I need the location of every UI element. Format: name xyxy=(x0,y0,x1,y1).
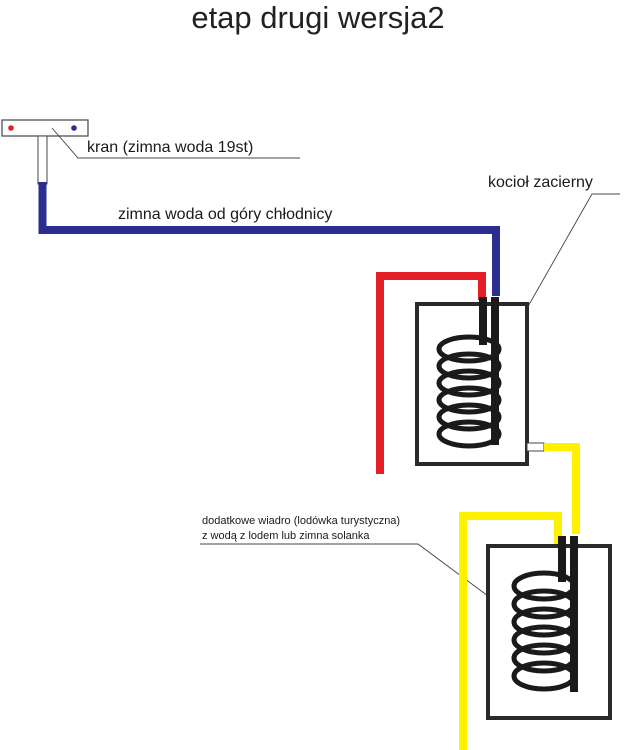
cold-water-pipe xyxy=(38,182,500,296)
coil-turn xyxy=(511,642,577,674)
kettle-leader xyxy=(517,193,620,325)
coil-turn xyxy=(511,606,577,638)
bucket-label-line2: z wodą z lodem lub zimna solanka xyxy=(202,530,370,542)
tap-leader xyxy=(51,127,300,159)
diagram-title: etap drugi wersja2 xyxy=(191,0,444,35)
coil-turn xyxy=(436,368,502,398)
coil-turn xyxy=(436,385,502,415)
coil-turn xyxy=(511,624,577,656)
coil-turn xyxy=(511,588,577,620)
coil-turn xyxy=(436,351,502,381)
coil-turn xyxy=(511,660,577,692)
coil-turn xyxy=(436,334,502,364)
hot-pipe xyxy=(376,272,486,474)
kettle-outlet-fitting xyxy=(526,442,545,452)
cold-water-label: zimna woda od góry chłodnicy xyxy=(118,206,332,223)
bucket-leader xyxy=(200,543,489,597)
tap-hot-dot xyxy=(8,125,14,131)
mash-kettle-coil xyxy=(436,297,502,449)
coil-turn xyxy=(511,570,577,602)
coil-turn xyxy=(436,402,502,432)
coil-turn xyxy=(436,419,502,449)
tap xyxy=(1,119,89,185)
connection-pipe xyxy=(544,443,580,534)
ice-bucket-coil xyxy=(511,536,578,692)
tap-cold-dot xyxy=(71,125,77,131)
tap-label: kran (zimna woda 19st) xyxy=(87,139,253,156)
mash-kettle xyxy=(415,297,529,466)
mash-kettle-box xyxy=(415,302,529,466)
bucket-label-line1: dodatkowe wiadro (lodówka turystyczna) xyxy=(202,515,400,527)
outlet-pipe xyxy=(459,512,562,750)
mash-kettle-label: kocioł zacierny xyxy=(488,174,593,191)
tap-spout xyxy=(37,135,48,185)
ice-bucket xyxy=(486,536,612,720)
